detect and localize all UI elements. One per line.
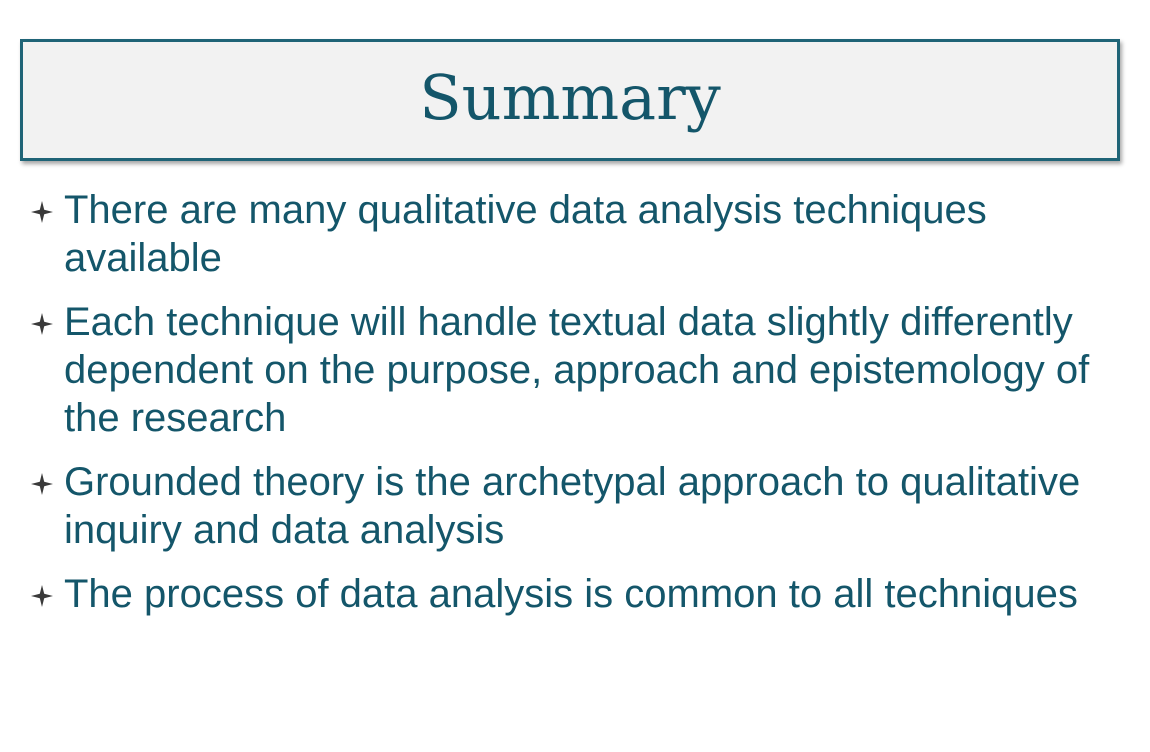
bullet-text: There are many qualitative data analysis… bbox=[64, 188, 987, 280]
four-point-star-icon bbox=[31, 585, 53, 607]
bullet-item: Each technique will handle textual data … bbox=[30, 298, 1130, 442]
bullet-item: There are many qualitative data analysis… bbox=[30, 186, 1130, 282]
bullet-list: There are many qualitative data analysis… bbox=[30, 186, 1130, 634]
title-box: Summary bbox=[20, 39, 1120, 161]
bullet-item: Grounded theory is the archetypal approa… bbox=[30, 458, 1130, 554]
four-point-star-icon bbox=[31, 473, 53, 495]
slide-title: Summary bbox=[419, 61, 721, 134]
four-point-star-icon bbox=[31, 313, 53, 335]
four-point-star-icon bbox=[31, 201, 53, 223]
bullet-text: Each technique will handle textual data … bbox=[64, 300, 1090, 440]
bullet-text: The process of data analysis is common t… bbox=[64, 572, 1078, 616]
bullet-text: Grounded theory is the archetypal approa… bbox=[64, 460, 1081, 552]
bullet-item: The process of data analysis is common t… bbox=[30, 570, 1130, 618]
